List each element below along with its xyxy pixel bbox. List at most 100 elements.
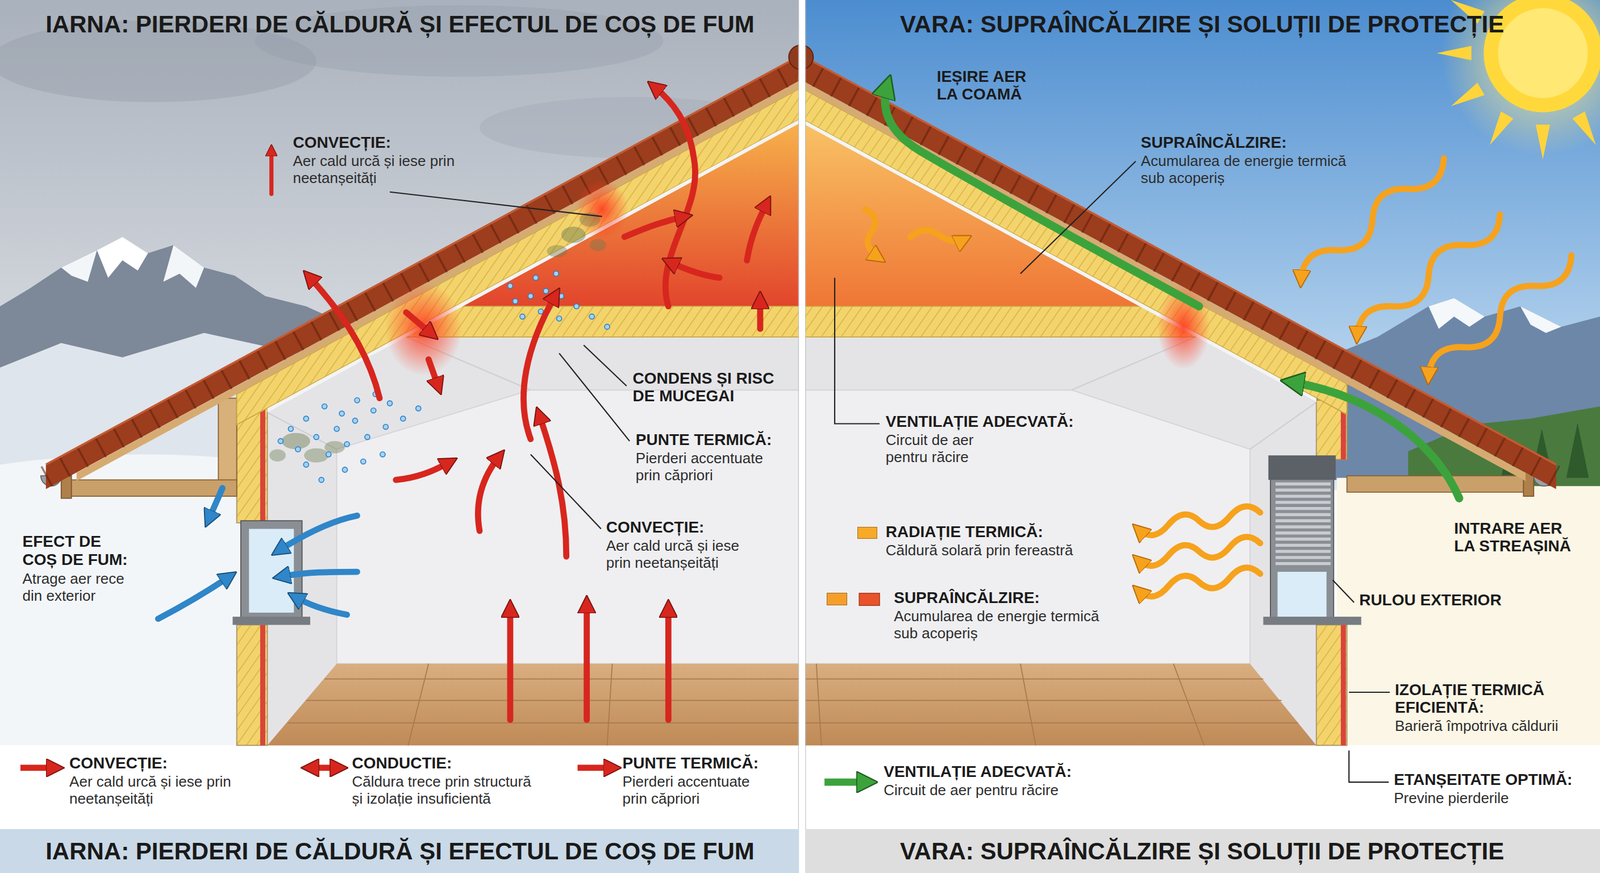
mold-spots — [561, 226, 586, 244]
leader-line — [583, 344, 627, 386]
condensation-dots — [400, 415, 406, 422]
legend-swatch — [857, 526, 878, 540]
condensation-dots — [364, 434, 370, 440]
mountains — [163, 244, 204, 288]
eaves — [218, 398, 237, 482]
condensation-dots — [527, 293, 533, 299]
windows — [232, 616, 310, 625]
callout-heading: EFECT DE COȘ DE FUM: — [22, 532, 137, 569]
walls — [236, 624, 268, 745]
footer-band — [0, 828, 1600, 873]
roof-layers — [801, 79, 1526, 481]
legend-sample — [824, 778, 870, 786]
heat-squiggle — [865, 209, 880, 258]
leader-line — [530, 453, 602, 529]
callout-heading: VENTILAȚIE ADECVATĂ: — [885, 412, 1074, 431]
mold-spots — [281, 432, 311, 450]
callout-text: Circuit de aer pentru răcire — [885, 431, 999, 466]
callout-text: Acumularea de energie termică sub acoper… — [1140, 152, 1368, 187]
callout-heading: PUNTE TERMICĂ: — [635, 430, 773, 449]
cold-air-arrow — [277, 515, 357, 552]
callout-heading: IZOLAȚIE TERMICĂ EFICIENTĂ: — [1394, 680, 1579, 717]
walls — [1316, 624, 1348, 745]
condensation-dots — [573, 303, 579, 309]
callout-text: Căldură solară prin fereastră — [885, 542, 1074, 560]
walls — [1340, 624, 1347, 745]
cold-air-arrow — [293, 596, 347, 615]
convection-arrow — [747, 202, 768, 261]
leader-line — [1020, 161, 1136, 274]
callout-heading: IEȘIRE AER LA COAMĂ — [936, 67, 1045, 104]
radiation-arrow — [1137, 536, 1261, 566]
sun — [1572, 111, 1600, 149]
panel-heading: IARNA: PIERDERI DE CĂLDURĂ ȘI EFECTUL DE… — [0, 836, 800, 866]
convection-arrow — [583, 602, 590, 720]
mold-spots — [589, 238, 607, 252]
legend-label: VENTILAȚIE ADECVATĂ: — [883, 762, 1072, 781]
leader-line — [1348, 750, 1389, 782]
convection-arrow — [307, 275, 380, 399]
condensation-dots — [360, 459, 366, 465]
roof-layers — [267, 118, 802, 412]
thermal-glow — [384, 178, 1211, 376]
condensation-dots — [322, 403, 328, 410]
leader-line — [389, 192, 603, 217]
room-interior — [336, 389, 1250, 664]
walls — [260, 624, 266, 745]
legend-label: CONVECȚIE: — [69, 753, 168, 772]
windows — [1275, 484, 1331, 564]
mountains — [61, 250, 98, 282]
ventilation-arrow — [885, 83, 1200, 307]
callout-text: Aer cald urcă și iese prin neetanșeități — [69, 773, 253, 808]
cold-air-arrow — [279, 571, 357, 577]
callout-heading: RULOU EXTERIOR — [1359, 590, 1502, 609]
sun — [1447, 82, 1485, 112]
radiation-arrow — [1137, 567, 1261, 597]
callout-text: Aer cald urcă și iese prin neetanșeități — [292, 152, 510, 187]
mold-spots — [269, 212, 607, 463]
callout-text: Căldura trece prin structură și izolație… — [352, 773, 539, 808]
leader-line — [1348, 691, 1390, 693]
condensation-dots — [342, 467, 348, 473]
legend-swatch — [826, 592, 848, 606]
convection-arrow — [538, 413, 566, 557]
condensation-dots — [553, 271, 559, 277]
convection-arrow — [477, 455, 500, 531]
mountains — [1428, 298, 1485, 329]
windows — [248, 528, 294, 613]
callout-text: Atrage aer rece din exterior — [22, 570, 136, 605]
legend-label: CONDUCTIE: — [352, 753, 453, 772]
ventilation-arrow — [1289, 381, 1460, 499]
windows — [1277, 571, 1327, 617]
panel-heading: VARA: SUPRAÎNCĂLZIRE ȘI SOLUȚII DE PROTE… — [803, 10, 1600, 39]
condensation-dots — [352, 418, 358, 424]
eaves — [1347, 475, 1526, 493]
walls — [236, 400, 1348, 745]
condensation-dots — [543, 288, 549, 294]
mold-spots — [303, 448, 329, 463]
leader-line — [559, 353, 630, 441]
radiation-arrow — [1137, 506, 1261, 536]
callout-text: Previne pierderile — [1393, 789, 1588, 807]
condensation-dots — [318, 477, 324, 483]
cold-air-arrow — [157, 575, 231, 619]
roof-layers — [236, 87, 802, 425]
roof-layers — [76, 79, 802, 481]
condensation-dots — [339, 410, 345, 416]
legend-sample — [20, 593, 880, 782]
room-interior — [267, 336, 1317, 746]
convection-arrow — [406, 312, 433, 336]
callout-text: Acumularea de energie termică sub acoper… — [893, 607, 1124, 643]
windows — [1263, 616, 1361, 625]
sun — [1483, 111, 1514, 149]
condensation-dots — [371, 407, 377, 414]
convection-arrow — [507, 606, 514, 720]
condensation-dots — [326, 451, 332, 457]
condensation-dots — [380, 451, 386, 457]
sun — [1436, 46, 1472, 61]
condensation-dots — [382, 423, 389, 429]
legend-label: PUNTE TERMICĂ: — [622, 753, 760, 772]
panel-divider — [798, 0, 806, 873]
mold-spots — [269, 448, 286, 462]
mountains — [97, 236, 149, 278]
